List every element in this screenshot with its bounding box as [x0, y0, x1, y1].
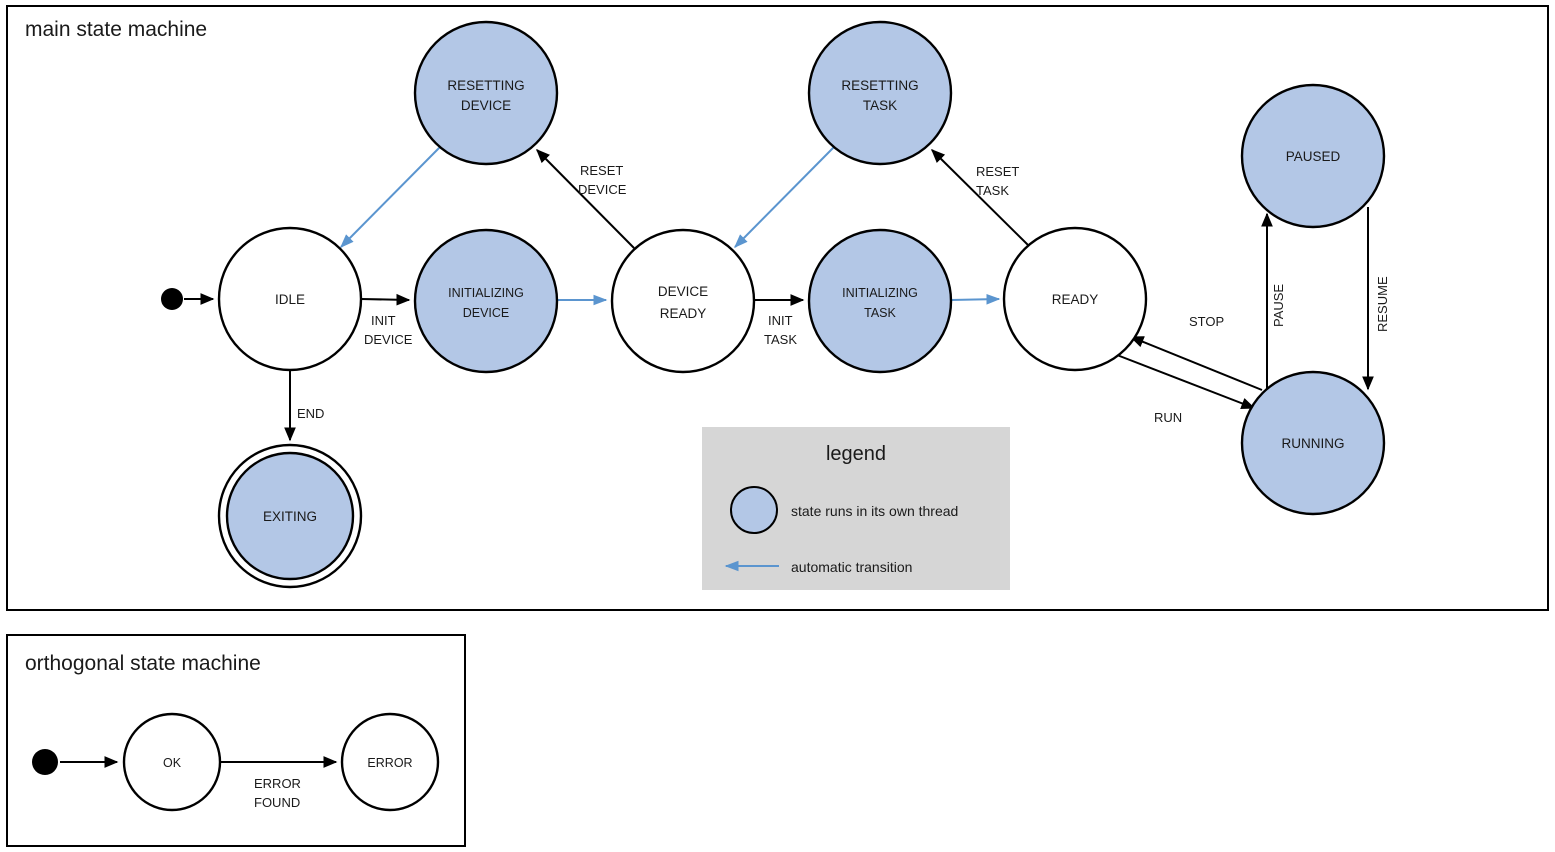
legend-item-auto-transition-text: automatic transition	[791, 559, 912, 575]
edge-label-reset-task-line1: RESET	[976, 164, 1019, 179]
edge-label-init-device-line2: DEVICE	[364, 332, 413, 347]
state-paused[interactable]: PAUSED	[1240, 83, 1386, 229]
state-running[interactable]: RUNNING	[1240, 370, 1386, 516]
transition-ready-to-running	[1116, 354, 1256, 409]
state-exiting-circle[interactable]	[225, 451, 355, 581]
transition-initializing-task-to-ready	[950, 293, 1001, 305]
transition-ready-to-resetting-task	[931, 149, 1029, 246]
state-device-ready-circle[interactable]	[610, 228, 756, 374]
state-ready[interactable]: READY	[1002, 226, 1148, 372]
state-ready-label: READY	[1052, 292, 1099, 307]
state-ok[interactable]: OK	[122, 712, 222, 812]
state-device-ready-label-line1: DEVICE	[658, 284, 708, 299]
edge-label-reset-device-line1: RESET	[580, 163, 623, 178]
state-initializing-device-label-line1: INITIALIZING	[448, 286, 524, 300]
state-resetting-device-label-line2: DEVICE	[461, 98, 511, 113]
transition-device-ready-to-resetting-device	[536, 149, 635, 249]
orthogonal-states: OK ERROR	[32, 712, 440, 812]
orthogonal-edge-labels: ERROR FOUND	[254, 776, 301, 810]
main-transitions	[184, 146, 1374, 442]
state-idle-label: IDLE	[275, 292, 305, 307]
edge-label-reset-task-line2: TASK	[976, 183, 1009, 198]
state-resetting-device-label-line1: RESETTING	[447, 78, 524, 93]
edge-label-run: RUN	[1154, 410, 1182, 425]
edge-label-pause: PAUSE	[1271, 284, 1286, 327]
state-initializing-task[interactable]: INITIALIZING TASK	[807, 228, 953, 374]
state-exiting[interactable]: EXITING	[217, 443, 363, 589]
state-resetting-task-circle[interactable]	[807, 20, 953, 166]
initial-state-dot-orthogonal	[32, 749, 58, 775]
state-initializing-task-circle[interactable]	[807, 228, 953, 374]
state-initializing-device-label-line2: DEVICE	[463, 306, 510, 320]
state-resetting-task[interactable]: RESETTING TASK	[807, 20, 953, 166]
transition-resetting-device-to-idle	[340, 146, 441, 248]
legend: legend state runs in its own thread auto…	[702, 427, 1010, 590]
orthogonal-frame-title: orthogonal state machine	[25, 652, 261, 675]
state-idle-circle[interactable]	[217, 226, 363, 372]
edge-label-error-found-line1: ERROR	[254, 776, 301, 791]
main-frame-title: main state machine	[25, 18, 207, 41]
state-resetting-task-label-line1: RESETTING	[841, 78, 918, 93]
edge-label-end: END	[297, 406, 324, 421]
legend-item-threaded-state-text: state runs in its own thread	[791, 503, 958, 519]
state-error-circle[interactable]	[340, 712, 440, 812]
transition-idle-to-initializing-device	[360, 293, 411, 306]
edge-label-error-found-line2: FOUND	[254, 795, 300, 810]
state-resetting-device-circle[interactable]	[413, 20, 559, 166]
state-error[interactable]: ERROR	[340, 712, 440, 812]
state-device-ready-label-line2: READY	[660, 306, 707, 321]
state-initializing-device-circle[interactable]	[413, 228, 559, 374]
main-edge-labels: INIT DEVICE END RESET DEVICE INIT TASK R…	[297, 163, 1390, 425]
edge-label-stop: STOP	[1189, 314, 1224, 329]
state-running-label: RUNNING	[1282, 436, 1345, 451]
state-resetting-task-label-line2: TASK	[863, 98, 897, 113]
state-device-ready[interactable]: DEVICE READY	[610, 228, 756, 374]
state-paused-label: PAUSED	[1286, 149, 1341, 164]
main-states: IDLE EXITING RESETTING DEVICE INITIALIZI…	[161, 20, 1386, 589]
state-paused-circle[interactable]	[1240, 83, 1386, 229]
edge-label-resume: RESUME	[1375, 276, 1390, 332]
edge-label-init-task-line2: TASK	[764, 332, 797, 347]
state-ok-circle[interactable]	[122, 712, 222, 812]
state-idle[interactable]: IDLE	[217, 226, 363, 372]
state-running-circle[interactable]	[1240, 370, 1386, 516]
state-exiting-label: EXITING	[263, 509, 317, 524]
edge-label-init-device-line1: INIT	[371, 313, 396, 328]
legend-title: legend	[826, 443, 886, 465]
state-initializing-task-label-line2: TASK	[864, 306, 896, 320]
state-error-label: ERROR	[367, 756, 412, 770]
state-initializing-device[interactable]: INITIALIZING DEVICE	[413, 228, 559, 374]
initial-state-dot-main	[161, 288, 183, 310]
edge-label-init-task-line1: INIT	[768, 313, 793, 328]
state-initializing-task-label-line1: INITIALIZING	[842, 286, 918, 300]
state-ready-circle[interactable]	[1002, 226, 1148, 372]
edge-label-reset-device-line2: DEVICE	[578, 182, 627, 197]
transition-running-to-ready	[1129, 336, 1263, 391]
transition-resetting-task-to-device-ready	[734, 146, 835, 248]
state-ok-label: OK	[163, 756, 182, 770]
state-resetting-device[interactable]: RESETTING DEVICE	[413, 20, 559, 166]
legend-threaded-state-icon	[730, 486, 778, 534]
